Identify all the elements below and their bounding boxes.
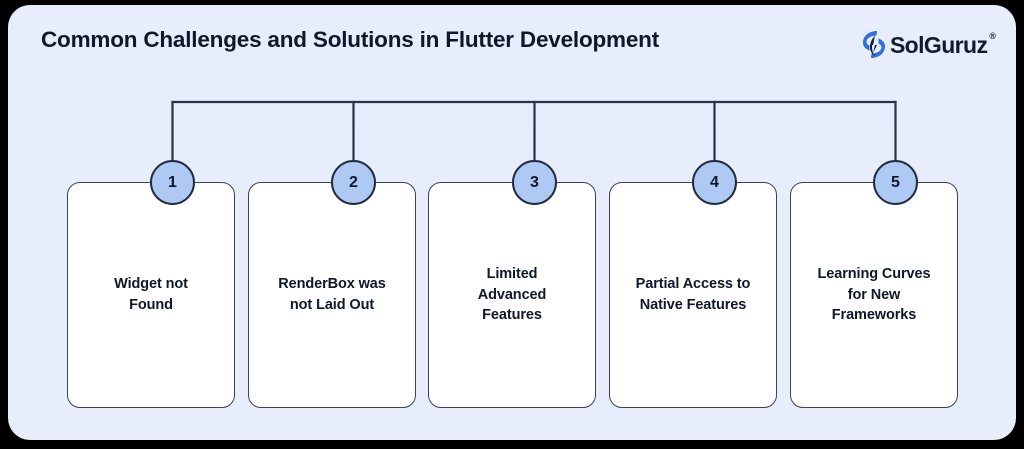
challenge-card-label-1: Widget not Found xyxy=(114,276,188,313)
infographic-panel: Common Challenges and Solutions in Flutt… xyxy=(8,5,1016,440)
challenge-card-5[interactable]: Learning Curves for New Frameworks xyxy=(790,182,958,408)
brand-logo: SolGuruz ® xyxy=(861,30,997,59)
challenge-card-3[interactable]: Limited Advanced Features xyxy=(428,182,596,408)
step-number-2: 2 xyxy=(349,173,358,191)
step-circle-5[interactable]: 5 xyxy=(873,160,918,205)
step-number-4: 4 xyxy=(710,173,719,191)
step-circle-2[interactable]: 2 xyxy=(331,160,376,205)
step-number-1: 1 xyxy=(168,173,177,191)
challenge-card-label-3: Limited Advanced Features xyxy=(477,266,547,324)
step-circle-3[interactable]: 3 xyxy=(512,160,557,205)
step-circle-1[interactable]: 1 xyxy=(150,160,195,205)
challenge-card-1[interactable]: Widget not Found xyxy=(67,182,235,408)
step-circle-4[interactable]: 4 xyxy=(692,160,737,205)
header: Common Challenges and Solutions in Flutt… xyxy=(8,5,1016,85)
challenge-card-label-5: Learning Curves for New Frameworks xyxy=(817,266,931,324)
logo-wordmark: SolGuruz xyxy=(889,32,988,58)
challenge-card-label-2: RenderBox was not Laid Out xyxy=(278,276,386,313)
page-title: Common Challenges and Solutions in Flutt… xyxy=(41,27,660,52)
step-number-5: 5 xyxy=(891,173,900,191)
challenge-card-label-4: Partial Access to Native Features xyxy=(635,276,751,313)
challenge-card-2[interactable]: RenderBox was not Laid Out xyxy=(248,182,416,408)
step-number-3: 3 xyxy=(530,173,539,191)
solguruz-swirl-icon xyxy=(862,31,885,58)
logo-trademark-symbol: ® xyxy=(989,30,996,41)
challenge-card-4[interactable]: Partial Access to Native Features xyxy=(609,182,777,408)
